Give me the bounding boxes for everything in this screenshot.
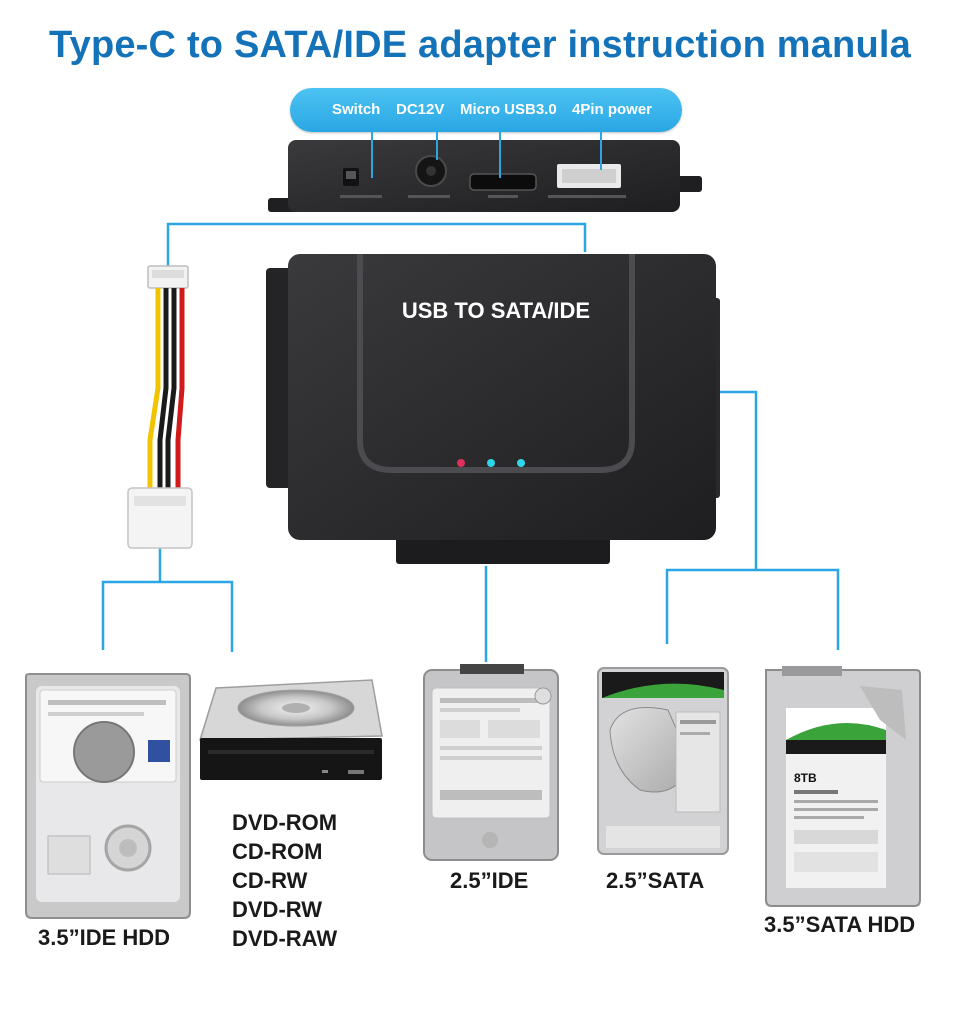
adapter-label: USB TO SATA/IDE bbox=[402, 298, 590, 323]
sata-25-hdd-image bbox=[597, 667, 729, 855]
caption-ide-25: 2.5”IDE bbox=[450, 868, 529, 893]
optical-drive-type: DVD-RW bbox=[232, 897, 323, 922]
optical-drive-type: CD-RW bbox=[232, 868, 308, 893]
port-label-dc12v: DC12V bbox=[396, 101, 445, 118]
connection-lines bbox=[101, 222, 840, 662]
optical-drive-type: CD-ROM bbox=[232, 839, 323, 864]
port-label-switch: Switch bbox=[332, 101, 381, 118]
sata-35-capacity-label: 8TB bbox=[794, 771, 817, 785]
adapter-port-side-view bbox=[268, 132, 702, 212]
micro-usb-port bbox=[469, 173, 537, 191]
optical-drive-type: DVD-RAW bbox=[232, 926, 338, 951]
adapter-top-view: USB TO SATA/IDE bbox=[266, 254, 720, 564]
caption-optical-drives: DVD-ROM CD-ROM CD-RW DVD-RW DVD-RAW bbox=[232, 808, 337, 953]
caption-ide-35-hdd: 3.5”IDE HDD bbox=[38, 925, 171, 950]
port-label-micro-usb: Micro USB3.0 bbox=[460, 101, 557, 118]
dvd-drive-image bbox=[198, 679, 383, 780]
caption-sata-25: 2.5”SATA bbox=[606, 868, 705, 893]
ide-25-hdd-image bbox=[423, 664, 559, 861]
caption-sata-35-hdd: 3.5”SATA HDD bbox=[764, 912, 916, 937]
optical-drive-type: DVD-ROM bbox=[232, 810, 338, 835]
port-label-4pin-power: 4Pin power bbox=[572, 101, 653, 118]
page-title: Type-C to SATA/IDE adapter instruction m… bbox=[49, 24, 911, 66]
sata-35-hdd-image: 8TB bbox=[765, 666, 921, 907]
ide-35-hdd-image bbox=[25, 673, 191, 919]
molex-power-cable bbox=[127, 265, 193, 549]
port-labels-banner: Switch DC12V Micro USB3.0 4Pin power bbox=[290, 88, 682, 132]
